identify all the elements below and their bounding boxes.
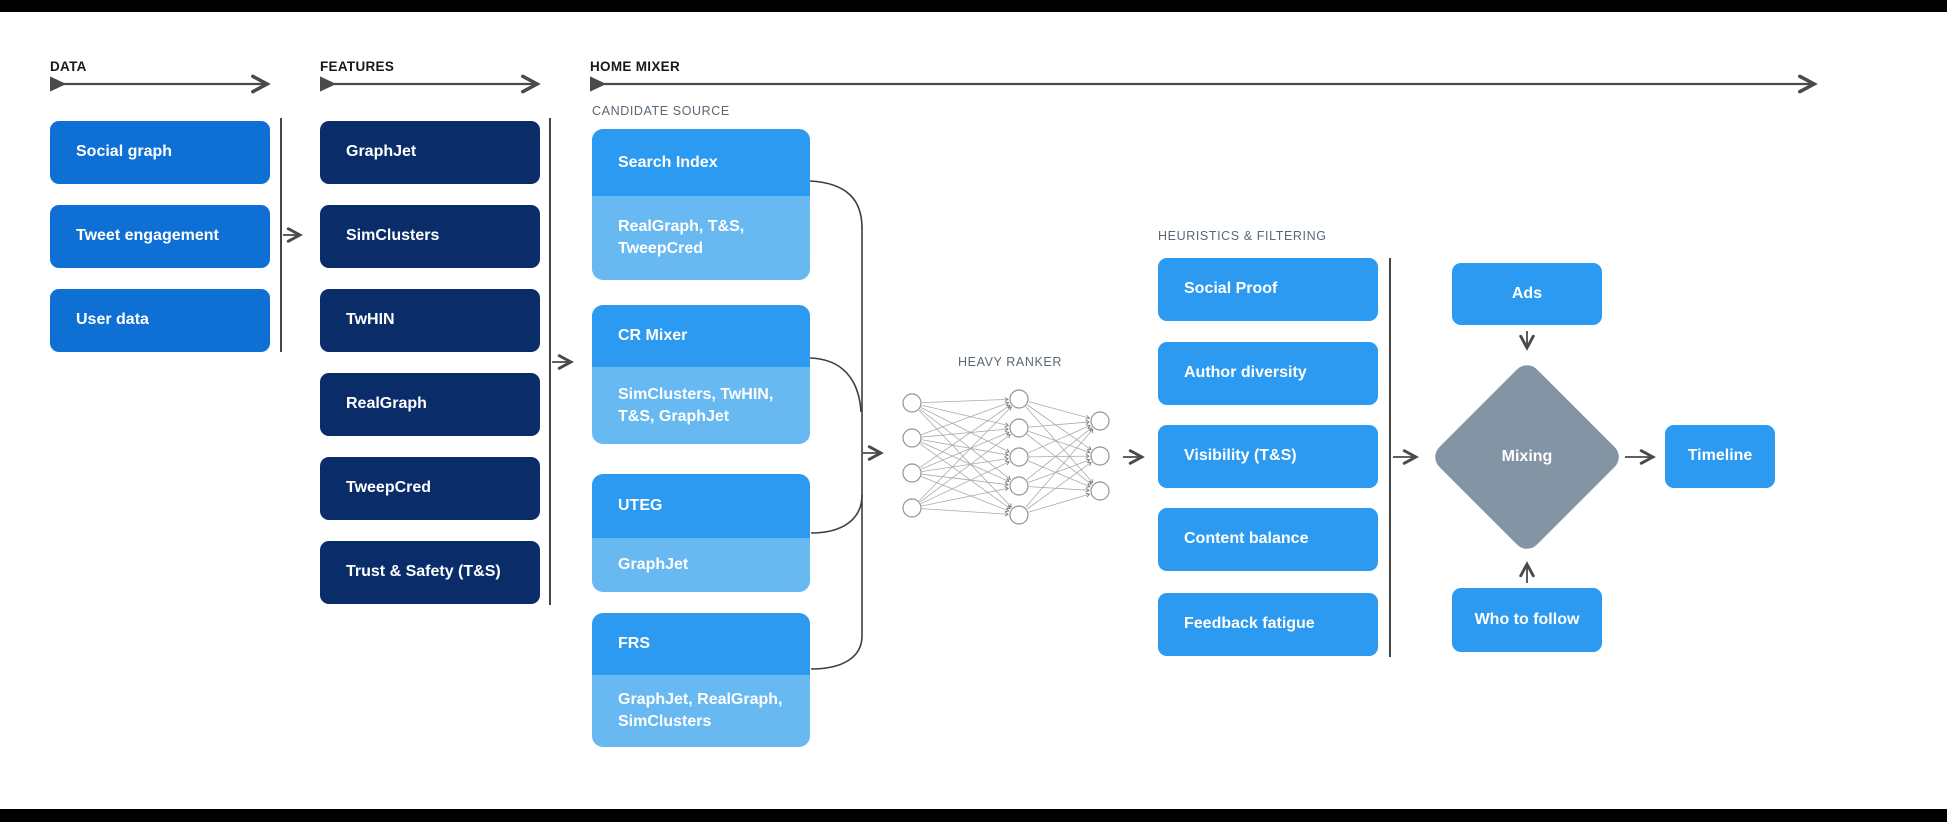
nn-node [1009, 389, 1029, 409]
feature-node-trust-safety: Trust & Safety (T&S) [320, 541, 540, 604]
heavy-ranker-label: HEAVY RANKER [958, 355, 1062, 369]
nn-edge [921, 401, 1010, 435]
features-section-title: FEATURES [320, 59, 395, 74]
candidate-frs-sources: GraphJet, RealGraph, SimClusters [592, 675, 810, 747]
data-node-social-graph: Social graph [50, 121, 270, 184]
nn-edge [921, 426, 1009, 438]
feature-node-graphjet: GraphJet [320, 121, 540, 184]
nn-edge [1027, 424, 1091, 454]
candidate-cr-mixer-sources: SimClusters, TwHIN, T&S, GraphJet [592, 367, 810, 444]
nn-edge [919, 434, 1011, 503]
feature-node-realgraph: RealGraph [320, 373, 540, 436]
neural-network-nodes [902, 389, 1110, 525]
nn-edge [919, 408, 1011, 480]
ads-node: Ads [1452, 263, 1602, 325]
candidate-search-index: Search Index RealGraph, T&S, TweepCred [592, 129, 810, 280]
nn-edge [921, 476, 1010, 513]
nn-node [1009, 476, 1029, 496]
mixing-diamond-label: Mixing [1501, 448, 1553, 465]
nn-node [1090, 481, 1110, 501]
heuristics-filtering-label: HEURISTICS & FILTERING [1158, 229, 1327, 243]
candidate-frs-title: FRS [592, 613, 810, 675]
nn-node [1009, 447, 1029, 467]
heuristic-visibility: Visibility (T&S) [1158, 425, 1378, 488]
feature-node-tweepcred: TweepCred [320, 457, 540, 520]
nn-edge [1026, 462, 1092, 510]
nn-node [1009, 505, 1029, 525]
candidate-source-label: CANDIDATE SOURCE [592, 104, 730, 118]
nn-node [902, 463, 922, 483]
nn-node [902, 393, 922, 413]
nn-edge [920, 407, 1010, 453]
nn-node [1090, 446, 1110, 466]
heuristic-social-proof: Social Proof [1158, 258, 1378, 321]
heuristic-author-diversity: Author diversity [1158, 342, 1378, 405]
nn-edge [1025, 406, 1094, 484]
nn-edge [919, 404, 1011, 468]
bottom-black-bar [0, 809, 1947, 822]
nn-edge [1028, 460, 1091, 488]
nn-edge [921, 508, 1009, 517]
nn-edge [921, 456, 1009, 472]
feature-node-twhin: TwHIN [320, 289, 540, 352]
candidate-uteg-sources: GraphJet [592, 538, 810, 592]
nn-edge [921, 473, 1009, 487]
nn-edge [1028, 419, 1090, 428]
connector-frs [810, 635, 863, 670]
nn-edge [1028, 492, 1091, 513]
nn-edge [921, 439, 1009, 457]
nn-edge [1025, 428, 1094, 508]
connector-search-index [809, 180, 863, 229]
who-to-follow-node: Who to follow [1452, 588, 1602, 652]
feature-node-simclusters: SimClusters [320, 205, 540, 268]
candidate-search-index-title: Search Index [592, 129, 810, 196]
data-section-title: DATA [50, 59, 87, 74]
nn-edge [1026, 427, 1093, 481]
nn-edge [920, 441, 1010, 483]
nn-edge [919, 443, 1011, 510]
nn-edge [1028, 486, 1090, 493]
nn-node [902, 428, 922, 448]
nn-edge [921, 397, 1009, 404]
connector-uteg [810, 494, 863, 534]
nn-edge [1028, 453, 1090, 459]
candidate-uteg: UTEG GraphJet [592, 474, 810, 592]
heuristic-feedback-fatigue: Feedback fatigue [1158, 593, 1378, 656]
top-black-bar [0, 0, 1947, 12]
data-node-user-data: User data [50, 289, 270, 352]
nn-edge [1028, 430, 1091, 454]
flow-arrows [283, 227, 1656, 583]
connector-cr-mixer [809, 357, 862, 413]
nn-edge [920, 460, 1010, 505]
candidate-search-index-sources: RealGraph, T&S, TweepCred [592, 196, 810, 280]
data-node-tweet-engagement: Tweet engagement [50, 205, 270, 268]
nn-edge [1026, 433, 1092, 485]
nn-edge [921, 431, 1010, 470]
candidate-cr-mixer: CR Mixer SimClusters, TwHIN, T&S, GraphJ… [592, 305, 810, 444]
home-mixer-section-title: HOME MIXER [590, 59, 681, 74]
separator-lines [280, 118, 1391, 657]
heuristic-content-balance: Content balance [1158, 508, 1378, 571]
nn-edge [1028, 401, 1091, 420]
nn-node [1090, 411, 1110, 431]
candidate-merge-connectors [809, 180, 863, 670]
nn-node [1009, 418, 1029, 438]
timeline-node: Timeline [1665, 425, 1775, 488]
candidate-uteg-title: UTEG [592, 474, 810, 538]
nn-edge [1026, 404, 1092, 451]
nn-edge [918, 406, 1012, 502]
nn-edge [1028, 458, 1091, 483]
nn-node [902, 498, 922, 518]
candidate-cr-mixer-title: CR Mixer [592, 305, 810, 367]
neural-network-edges [918, 397, 1094, 517]
candidate-frs: FRS GraphJet, RealGraph, SimClusters [592, 613, 810, 747]
nn-edge [921, 486, 1009, 507]
nn-edge [921, 404, 1010, 428]
